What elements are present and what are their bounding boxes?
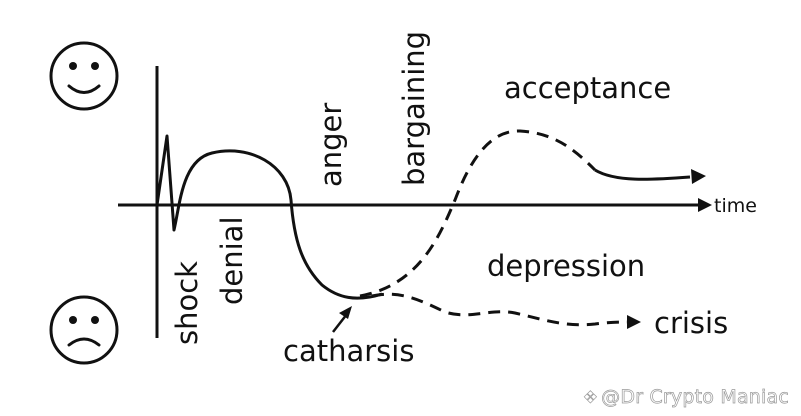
watermark-text: @Dr Crypto Maniac	[601, 386, 789, 409]
happy-face-icon	[49, 41, 119, 111]
catharsis-pointer	[332, 313, 348, 333]
sad-face-icon	[49, 295, 119, 365]
acceptance-curve	[594, 168, 691, 181]
shock-label: shock	[170, 261, 204, 345]
acceptance-arrowhead	[691, 169, 706, 184]
recovery-dashed-curve	[359, 129, 597, 298]
time-label: time	[714, 195, 757, 217]
diamond-icon: ❖	[582, 388, 599, 409]
crisis-label: crisis	[654, 306, 728, 340]
depression-label: depression	[487, 249, 645, 283]
catharsis-arrowhead	[339, 306, 352, 319]
denial-label: denial	[215, 216, 249, 305]
time-axis-arrowhead	[698, 198, 712, 212]
bargaining-label: bargaining	[397, 31, 431, 186]
acceptance-label: acceptance	[504, 71, 671, 105]
crisis-dashed-curve	[371, 292, 629, 327]
crisis-arrowhead	[627, 315, 641, 329]
catharsis-label: catharsis	[283, 334, 414, 368]
watermark: ❖@Dr Crypto Maniac	[582, 386, 789, 409]
anger-label: anger	[314, 103, 348, 187]
solid-curve	[155, 134, 383, 300]
